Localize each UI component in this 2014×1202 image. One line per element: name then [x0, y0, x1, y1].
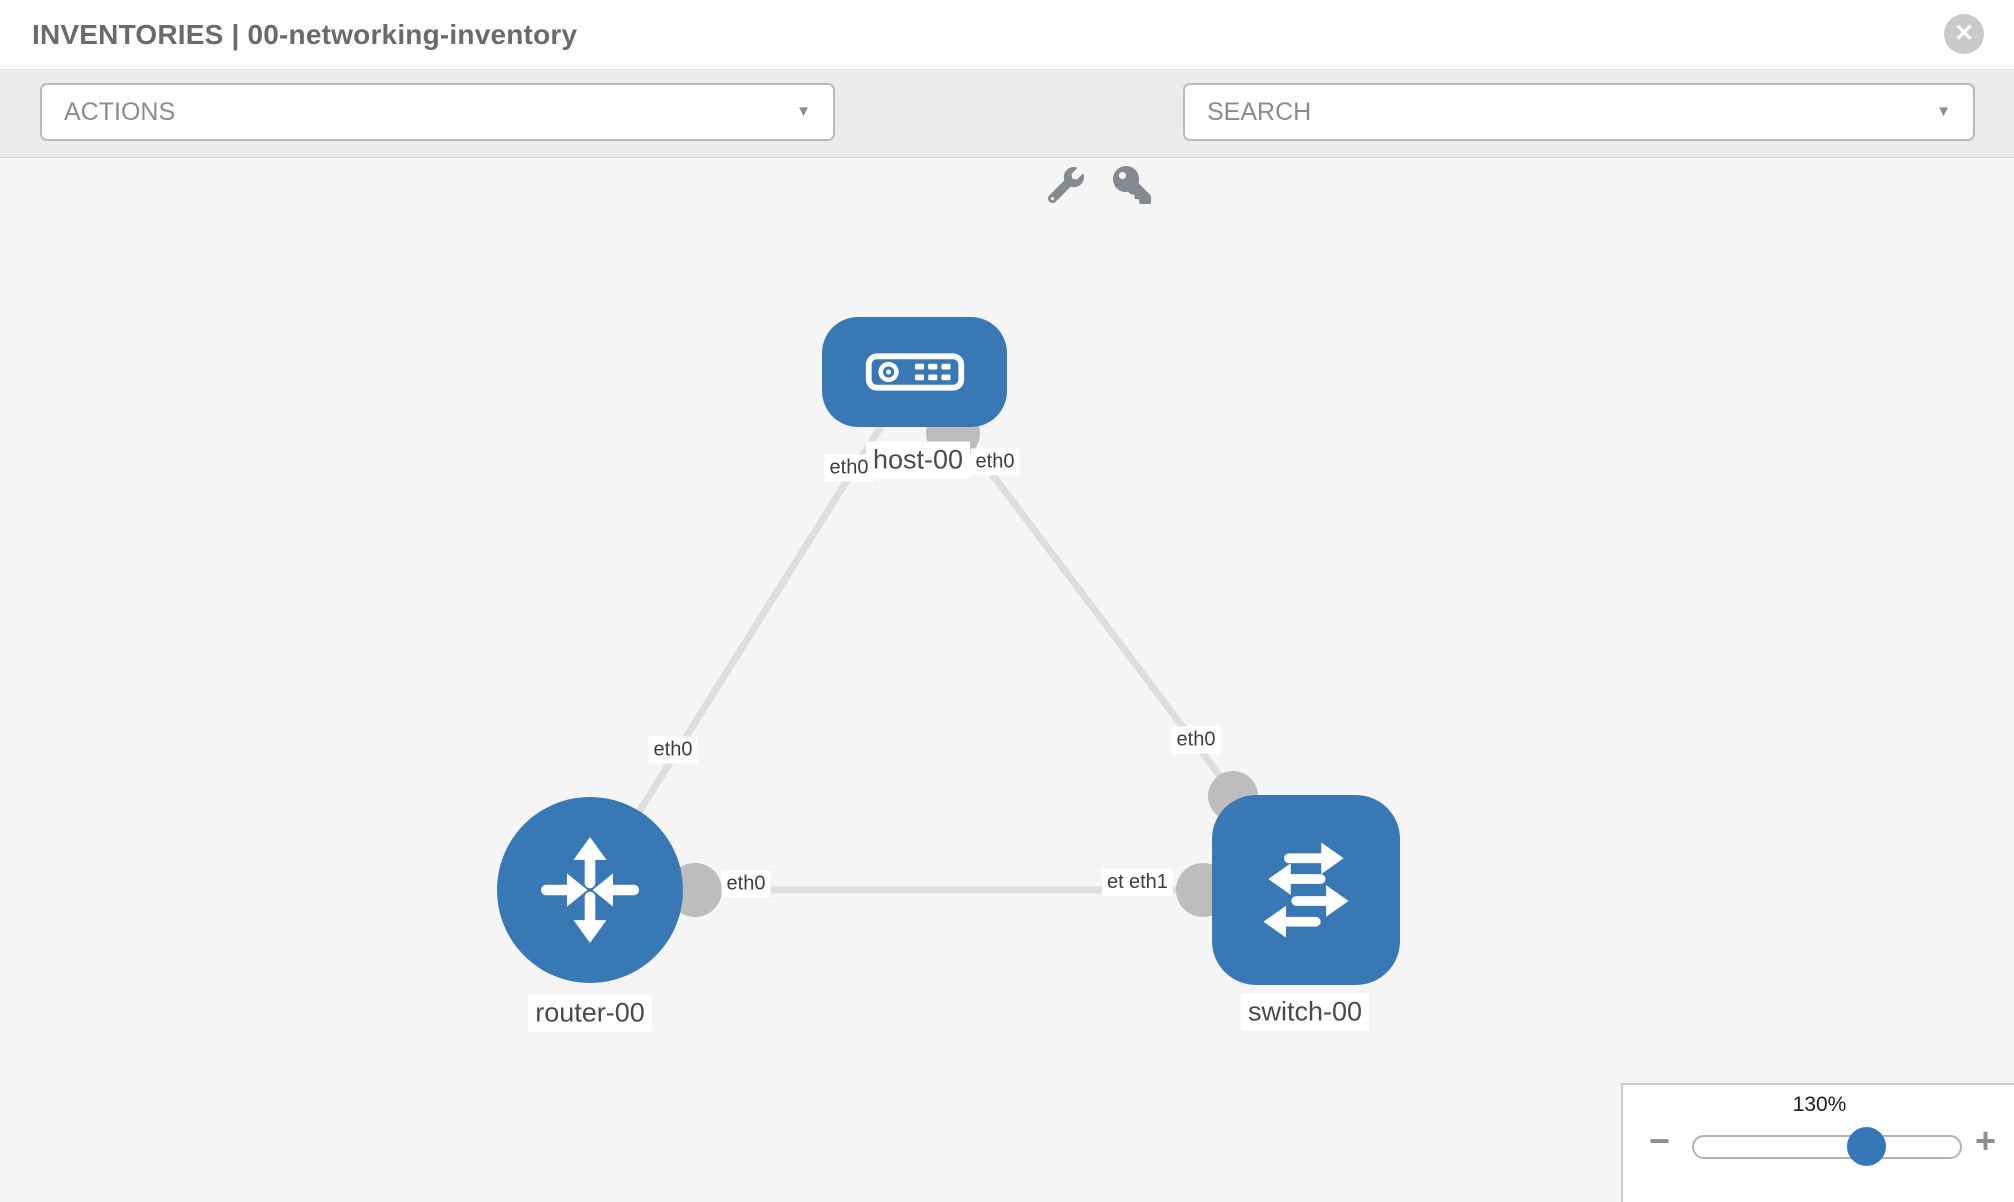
host-icon: [865, 353, 964, 391]
zoom-slider-track[interactable]: [1692, 1127, 1962, 1166]
node-label-switch: switch-00: [1240, 993, 1370, 1031]
interface-label: eth0: [721, 870, 771, 898]
interface-label: eth0: [824, 454, 874, 482]
chevron-down-icon: ▼: [796, 103, 811, 120]
interface-label: eth0: [1171, 726, 1221, 754]
zoom-out-button[interactable]: −: [1649, 1120, 1671, 1161]
actions-dropdown-label: ACTIONS: [64, 98, 176, 126]
node-router-00[interactable]: [497, 797, 683, 983]
zoom-level-value: 130%: [1792, 1093, 1847, 1116]
interface-label: eth1: [1124, 869, 1173, 896]
interface-label: eth0: [648, 736, 698, 764]
router-icon: [541, 837, 639, 943]
toolbar: ACTIONS ▼ SEARCH ▼: [0, 71, 2014, 204]
interface-label: eth0: [970, 448, 1020, 476]
key-icon[interactable]: [1113, 166, 1151, 204]
node-label-router: router-00: [528, 994, 652, 1032]
zoom-slider-knob[interactable]: [1847, 1127, 1886, 1166]
topology-links-layer: [587, 369, 1309, 917]
modal-header: INVENTORIES | 00-networking-inventory ✕: [0, 0, 2014, 70]
close-icon: ✕: [1953, 20, 1975, 47]
node-label-host: host-00: [865, 441, 971, 479]
actions-dropdown[interactable]: ACTIONS ▼: [40, 83, 835, 141]
chevron-down-icon: ▼: [1936, 103, 1951, 120]
zoom-in-button[interactable]: +: [1974, 1120, 1996, 1161]
page-title: INVENTORIES | 00-networking-inventory: [32, 18, 578, 50]
switch-icon: [1263, 842, 1349, 938]
zoom-panel: 130% − +: [1621, 1083, 2014, 1202]
wrench-icon[interactable]: [1048, 167, 1084, 203]
node-switch-00[interactable]: [1212, 795, 1400, 985]
search-dropdown[interactable]: SEARCH ▼: [1183, 83, 1975, 141]
search-dropdown-label: SEARCH: [1207, 98, 1312, 126]
node-host-00[interactable]: [822, 317, 1007, 427]
topology-canvas[interactable]: host-00 router-00 switch-00 eth0 eth0 et…: [0, 158, 2014, 1200]
close-button[interactable]: ✕: [1944, 14, 1984, 54]
